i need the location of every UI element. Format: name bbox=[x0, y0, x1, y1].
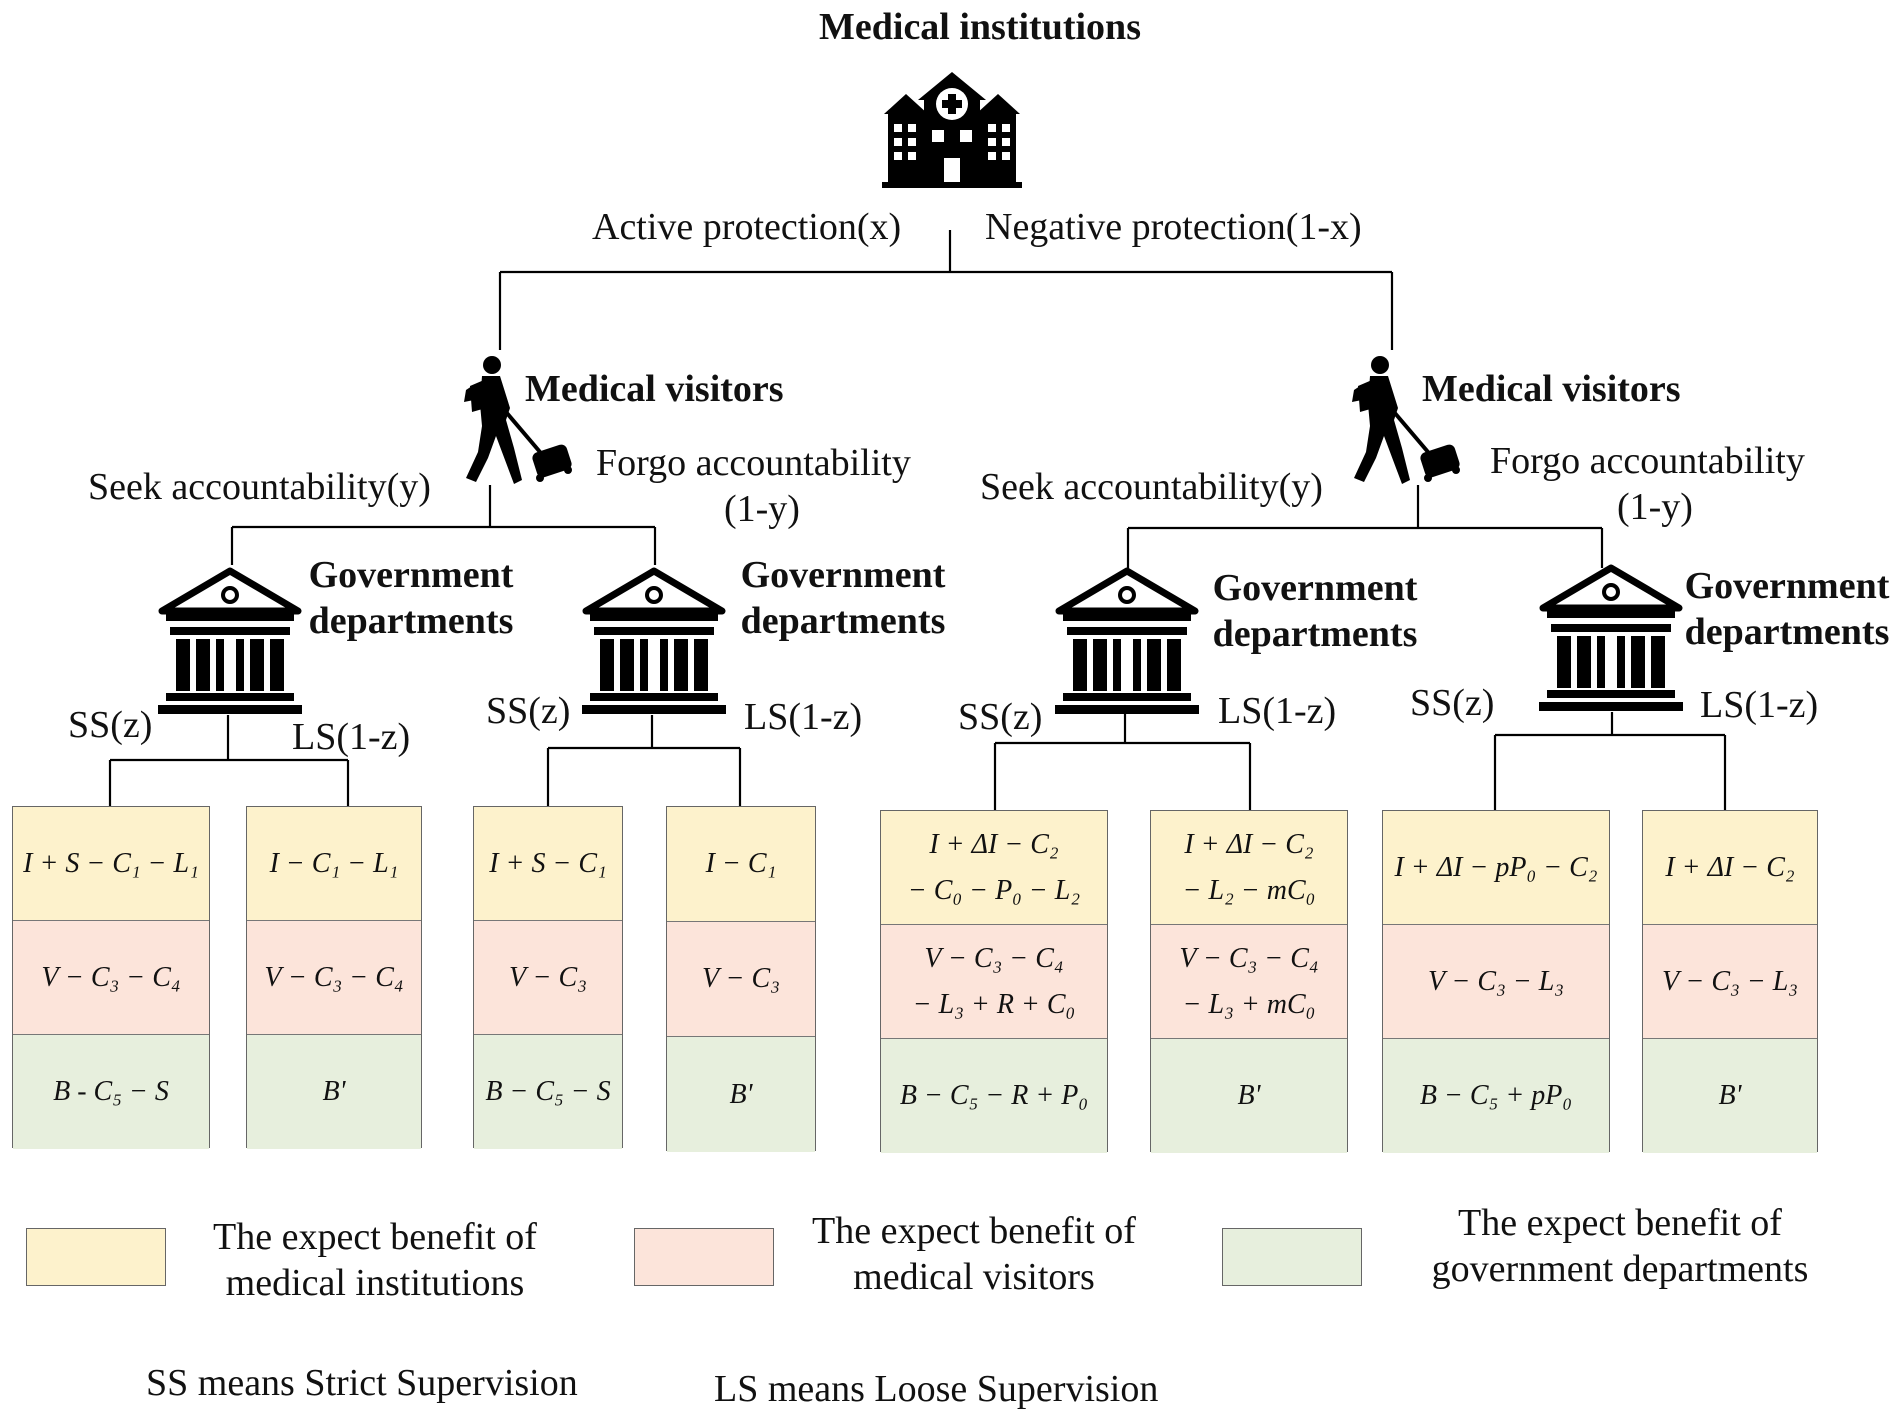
visitors-label-right: Medical visitors bbox=[1422, 368, 1681, 410]
institution-payoff: I − C₁ bbox=[667, 807, 815, 922]
government-payoff: B − C₅ + pP₀ bbox=[1383, 1039, 1609, 1153]
forgo-label-left-2: (1-y) bbox=[724, 488, 800, 530]
visitor-payoff: V − C₃ − C₄− L₃ + R + C₀ bbox=[881, 925, 1107, 1039]
forgo-label-right-2: (1-y) bbox=[1617, 486, 1693, 528]
ls-label-4: LS(1-z) bbox=[1700, 684, 1819, 726]
note-strict-supervision: SS means Strict Supervision bbox=[146, 1362, 578, 1404]
payoff-box-8: I + ΔI − C₂ V − C₃ − L₃ B' bbox=[1642, 810, 1818, 1153]
payoff-box-1: I + S − C₁ − L₁ V − C₃ − C₄ B - C₅ − S bbox=[12, 806, 210, 1149]
visitor-payoff: V − C₃ − C₄ bbox=[13, 921, 209, 1035]
government-building-icon bbox=[158, 567, 302, 714]
institution-payoff: I + ΔI − C₂ bbox=[1643, 811, 1817, 925]
visitor-payoff: V − C₃ − L₃ bbox=[1383, 925, 1609, 1039]
ls-label-3: LS(1-z) bbox=[1218, 690, 1337, 732]
institution-payoff: I − C₁ − L₁ bbox=[247, 807, 421, 921]
visitor-payoff: V − C₃ bbox=[474, 921, 622, 1035]
payoff-box-2: I − C₁ − L₁ V − C₃ − C₄ B' bbox=[246, 806, 422, 1149]
ss-label-2: SS(z) bbox=[486, 690, 571, 732]
payoff-box-3: I + S − C₁ V − C₃ B − C₅ − S bbox=[473, 806, 623, 1149]
institution-payoff: I + S − C₁ − L₁ bbox=[13, 807, 209, 921]
traveler-icon bbox=[1352, 356, 1460, 484]
ss-label-4: SS(z) bbox=[1410, 682, 1495, 724]
legend-swatch-government bbox=[1222, 1228, 1362, 1286]
ls-label-2: LS(1-z) bbox=[744, 696, 863, 738]
visitor-payoff: V − C₃ − C₄ bbox=[247, 921, 421, 1035]
government-building-icon bbox=[1055, 567, 1199, 714]
government-building-icon bbox=[1539, 564, 1683, 711]
seek-label-right: Seek accountability(y) bbox=[980, 466, 1323, 508]
seek-label-left: Seek accountability(y) bbox=[88, 466, 431, 508]
government-payoff: B' bbox=[1643, 1039, 1817, 1153]
legend-swatch-institutions bbox=[26, 1228, 166, 1286]
institution-payoff: I + ΔI − C₂− L₂ − mC₀ bbox=[1151, 811, 1347, 925]
government-payoff: B' bbox=[1151, 1039, 1347, 1153]
government-payoff: B − C₅ − R + P₀ bbox=[881, 1039, 1107, 1153]
institution-payoff: I + ΔI − C₂− C₀ − P₀ − L₂ bbox=[881, 811, 1107, 925]
note-loose-supervision: LS means Loose Supervision bbox=[714, 1368, 1159, 1410]
visitor-payoff: V − C₃ − C₄− L₃ + mC₀ bbox=[1151, 925, 1347, 1039]
payoff-box-4: I − C₁ V − C₃ B' bbox=[666, 806, 816, 1152]
hospital-icon bbox=[882, 72, 1022, 188]
government-payoff: B' bbox=[247, 1035, 421, 1149]
government-payoff: B' bbox=[667, 1037, 815, 1152]
visitors-label-left: Medical visitors bbox=[525, 368, 784, 410]
payoff-box-6: I + ΔI − C₂− L₂ − mC₀ V − C₃ − C₄− L₃ + … bbox=[1150, 810, 1348, 1153]
branch-negative-protection: Negative protection(1-x) bbox=[985, 206, 1362, 248]
government-payoff: B - C₅ − S bbox=[13, 1035, 209, 1149]
forgo-label-left: Forgo accountability bbox=[596, 442, 911, 484]
institution-payoff: I + ΔI − pP₀ − C₂ bbox=[1383, 811, 1609, 925]
institution-payoff: I + S − C₁ bbox=[474, 807, 622, 921]
forgo-label-right: Forgo accountability bbox=[1490, 440, 1805, 482]
payoff-box-7: I + ΔI − pP₀ − C₂ V − C₃ − L₃ B − C₅ + p… bbox=[1382, 810, 1610, 1153]
ss-label-3: SS(z) bbox=[958, 696, 1043, 738]
government-payoff: B − C₅ − S bbox=[474, 1035, 622, 1149]
payoff-box-5: I + ΔI − C₂− C₀ − P₀ − L₂ V − C₃ − C₄− L… bbox=[880, 810, 1108, 1153]
legend-swatch-visitors bbox=[634, 1228, 774, 1286]
branch-active-protection: Active protection(x) bbox=[592, 206, 902, 248]
visitor-payoff: V − C₃ − L₃ bbox=[1643, 925, 1817, 1039]
traveler-icon bbox=[464, 356, 572, 484]
ss-label-1: SS(z) bbox=[68, 704, 153, 746]
ls-label-1: LS(1-z) bbox=[292, 716, 411, 758]
visitor-payoff: V − C₃ bbox=[667, 922, 815, 1037]
government-building-icon bbox=[582, 567, 726, 714]
root-title: Medical institutions bbox=[819, 6, 1141, 48]
